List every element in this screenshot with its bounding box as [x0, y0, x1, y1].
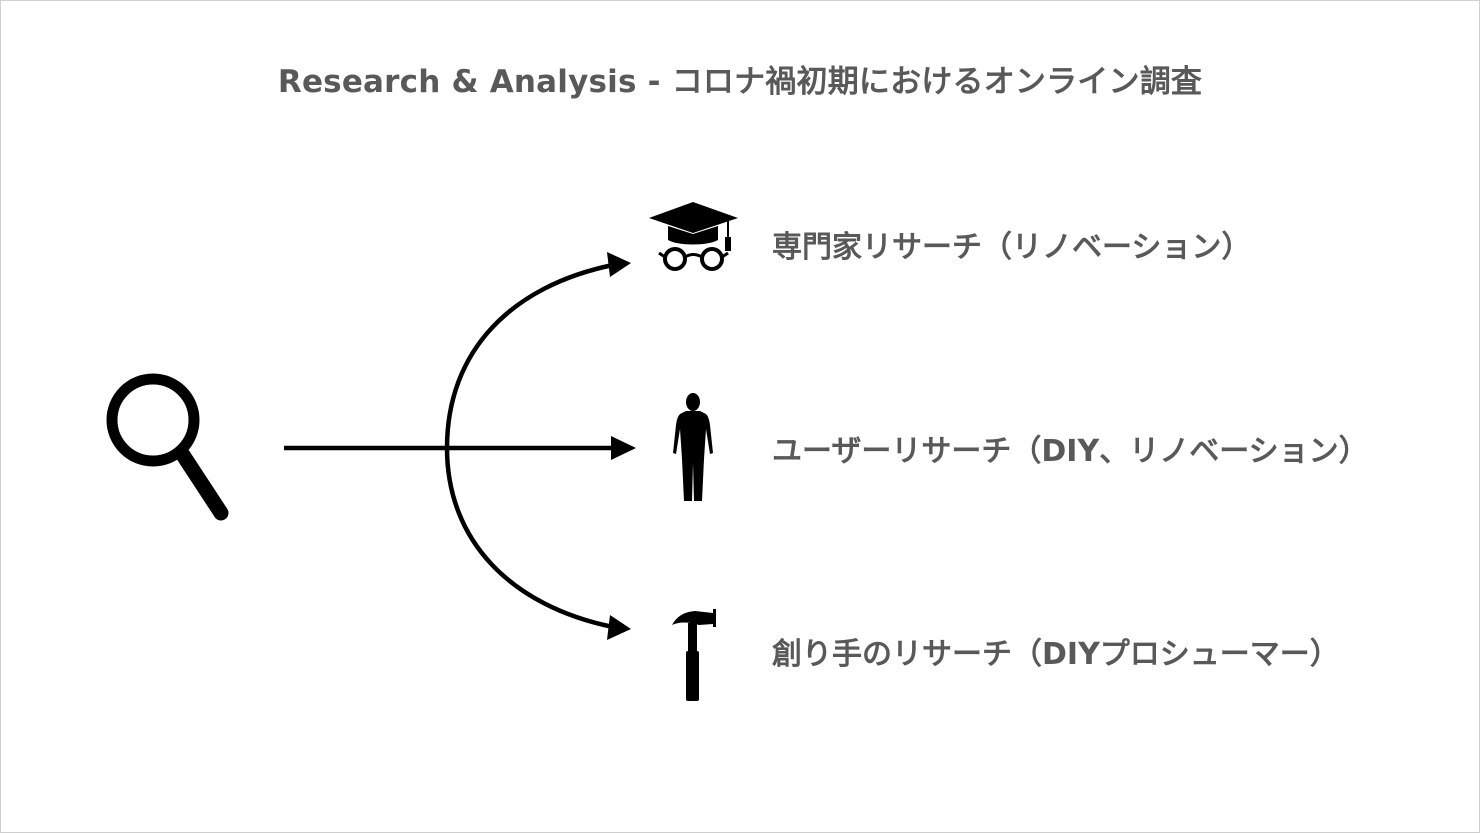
expert-research-label: 専門家リサーチ（リノベーション） [772, 230, 1252, 265]
arrow-to-expert-research [444, 252, 631, 449]
arrow-to-maker-research [444, 447, 631, 640]
magnifying-glass-icon [106, 373, 229, 521]
slide-title: Research & Analysis - コロナ禍初期におけるオンライン調査 [277, 64, 1203, 100]
graduation-cap-glasses-icon [649, 202, 738, 271]
maker-research-label: 創り手のリサーチ（DIYプロシューマー） [772, 637, 1340, 672]
arrow-to-user-research [284, 436, 636, 460]
user-research-label: ユーザーリサーチ（DIY、リノベーション） [772, 434, 1369, 469]
person-icon [673, 393, 713, 501]
hammer-icon [672, 609, 716, 701]
